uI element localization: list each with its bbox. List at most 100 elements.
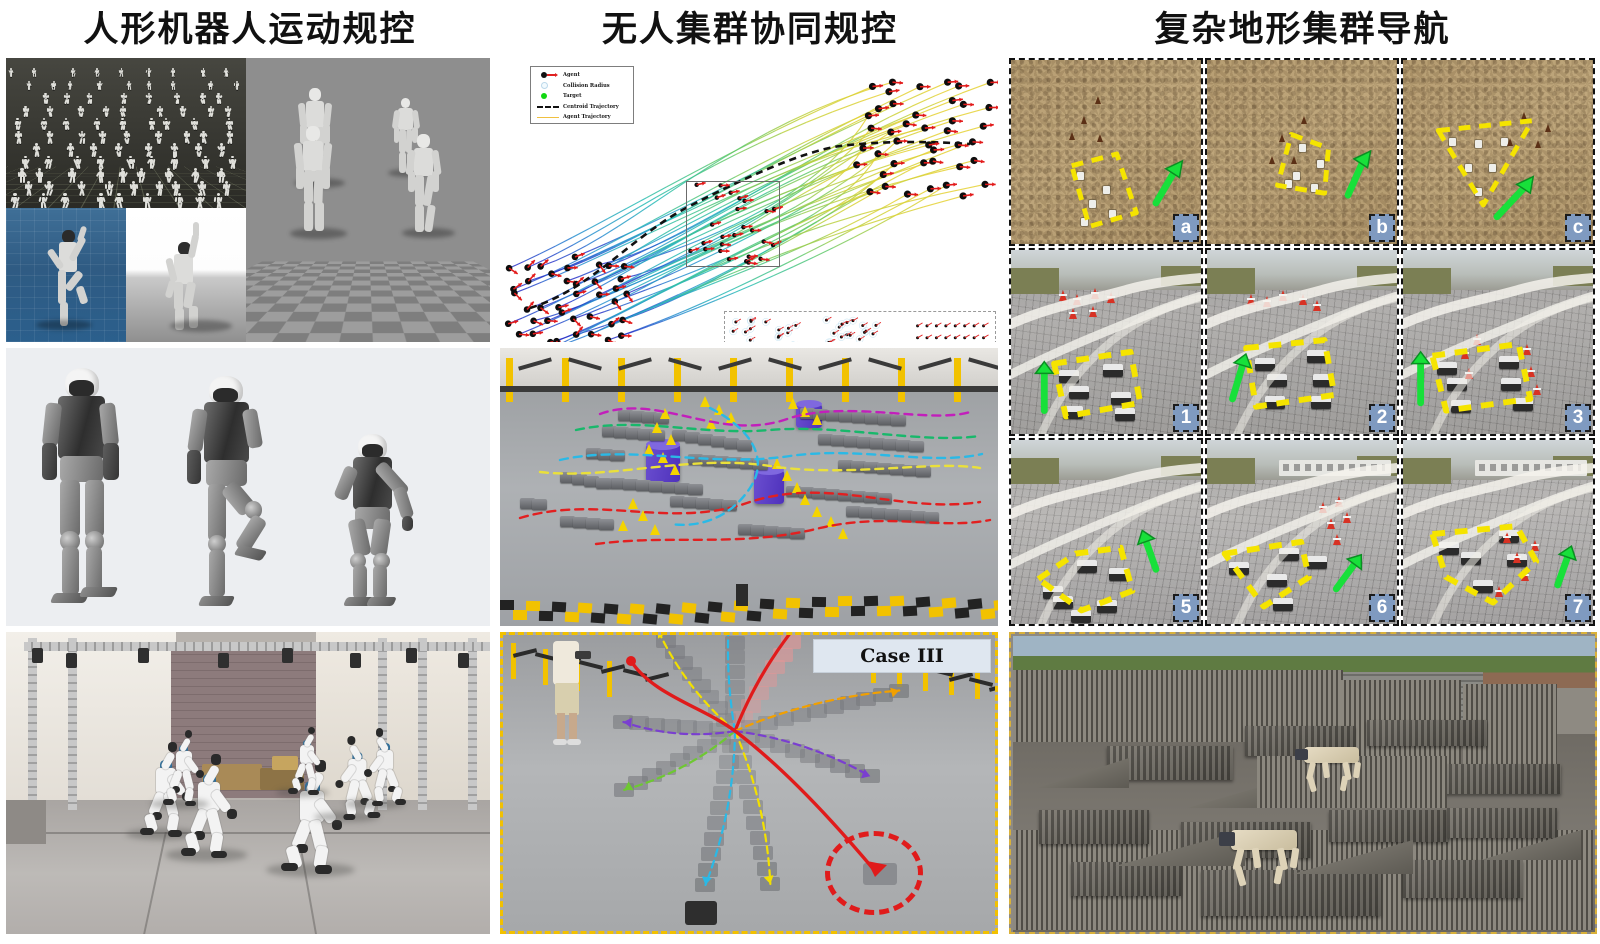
swarm-ground-robot — [872, 508, 887, 519]
terrain-obstacle-icon — [1545, 124, 1551, 132]
crowd-humanoid — [21, 155, 31, 171]
traffic-cone-icon — [1069, 308, 1077, 319]
crowd-humanoid — [43, 155, 53, 171]
lab-truss — [28, 638, 37, 810]
traffic-cone-icon — [1503, 532, 1511, 543]
lead-ground-robot — [685, 901, 717, 925]
legend-row-agent-trajectory: Agent Trajectory — [535, 112, 629, 123]
crowd-humanoid — [199, 93, 206, 104]
micro-ground-robot — [1089, 200, 1096, 208]
terrain-cell-label-7: 7 — [1565, 594, 1591, 622]
terrain-block — [1039, 810, 1149, 844]
case-ground-robot — [742, 800, 763, 815]
barrier-segment — [513, 610, 527, 620]
terrain-grid-cell-7: 7 — [1401, 438, 1595, 626]
traffic-cone-icon — [1513, 552, 1521, 563]
swarm-ground-robot — [777, 527, 792, 538]
terrain-obstacle-icon — [1269, 156, 1275, 164]
crowd-humanoid — [207, 80, 214, 91]
wheeled-ground-robot — [1307, 350, 1327, 363]
legend-label-agent-trajectory: Agent Trajectory — [563, 114, 611, 121]
testbed-rig-post — [842, 358, 849, 402]
lab-truss — [378, 638, 387, 810]
crowd-humanoid — [200, 155, 210, 170]
case-ground-robot — [725, 694, 745, 709]
terrain-cell-label-a: a — [1173, 214, 1199, 242]
floor-seam — [6, 832, 490, 834]
quadruped-terrain-panel — [1009, 632, 1597, 934]
crowd-humanoid — [225, 118, 233, 131]
checkerboard-humanoid — [405, 134, 442, 234]
crowd-humanoid — [76, 180, 87, 197]
terrain-block — [1447, 808, 1557, 838]
swarm-ground-robot — [864, 462, 879, 473]
agent-marker-icon — [535, 70, 561, 80]
crowd-humanoid — [70, 68, 76, 78]
robot-shadow — [276, 788, 330, 798]
terrain-obstacle-icon — [1069, 132, 1075, 140]
lab-truss-top — [24, 642, 490, 651]
swarm-ground-robot — [698, 434, 713, 445]
crowd-humanoid — [77, 105, 84, 117]
crowd-humanoid — [197, 180, 207, 197]
crowd-humanoid — [67, 80, 73, 91]
legend-label-centroid-trajectory: Centroid Trajectory — [563, 103, 619, 110]
swarm-ground-robot — [857, 437, 872, 448]
terrain-obstacle-icon — [1301, 116, 1307, 124]
case-ground-robot — [661, 718, 682, 733]
case-ground-robot — [645, 717, 666, 732]
terrain-block — [1431, 764, 1561, 794]
crowd-humanoid — [95, 168, 106, 184]
case-ground-robot — [709, 722, 730, 737]
terrain-obstacle-icon — [1097, 134, 1103, 142]
terrain-grid-cell-6: 6 — [1205, 438, 1399, 626]
micro-ground-robot — [1317, 160, 1324, 168]
swarm-ground-robot — [799, 487, 814, 498]
case-ground-robot — [741, 719, 762, 734]
crowd-humanoid — [169, 68, 176, 78]
swarm-ground-robot — [714, 456, 729, 467]
legend-row-collision-radius: Collision Radius — [535, 81, 629, 92]
case-ground-robot — [711, 731, 732, 746]
swarm-ground-robot — [596, 478, 611, 489]
swarm-trajectory-overlay — [518, 406, 992, 546]
humanoid-cad-render-panel — [6, 348, 490, 626]
terrain-obstacle-icon — [1535, 140, 1541, 148]
case-ground-robot — [693, 721, 714, 736]
micro-ground-robot — [1311, 184, 1318, 192]
failure-highlight-circle-icon — [825, 831, 923, 915]
terrain-block — [1071, 862, 1181, 896]
swarm-ground-robot — [696, 498, 711, 509]
traffic-cone-icon — [1523, 344, 1531, 355]
trajectory-zoom-box — [686, 181, 780, 267]
crowd-humanoid — [148, 118, 155, 131]
crowd-humanoid — [113, 193, 124, 208]
case-ground-robot — [690, 678, 711, 693]
swarm-ground-robot — [584, 476, 599, 487]
wheeled-ground-robot — [1307, 556, 1327, 569]
crowd-humanoid — [234, 80, 240, 91]
swarm-trajectory-plot-panel: Agent Collision Radius Target Centroid T… — [500, 58, 998, 342]
crowd-humanoid — [62, 118, 70, 131]
crowd-humanoid — [114, 143, 123, 157]
swarm-ground-robot — [642, 412, 657, 423]
terrain-obstacle-icon — [1507, 138, 1513, 146]
crowd-humanoid — [63, 93, 70, 104]
swarm-ground-robot — [896, 440, 911, 451]
crowd-humanoid — [183, 130, 191, 144]
swarm-ground-robot — [688, 484, 703, 495]
legend-label-agent: Agent — [563, 72, 580, 79]
swarm-ground-robot — [626, 428, 641, 439]
traffic-cone-icon — [1247, 294, 1255, 305]
crowd-humanoid — [94, 68, 100, 78]
crowd-humanoid — [225, 130, 234, 144]
person-shoe — [553, 739, 567, 745]
swarm-ground-robot — [851, 461, 866, 472]
micro-ground-robot — [1293, 172, 1300, 180]
swarm-ground-robot — [586, 518, 601, 529]
traffic-cone-icon — [1495, 586, 1503, 597]
case-ground-robot — [823, 699, 844, 714]
quadruped-robot-upper — [1293, 742, 1372, 794]
crowd-humanoid — [207, 105, 215, 117]
traffic-cone-icon — [670, 464, 680, 475]
